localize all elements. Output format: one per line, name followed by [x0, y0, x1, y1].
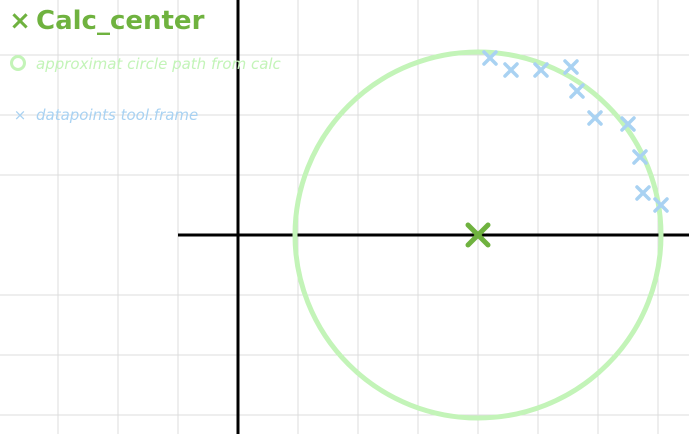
datapoint-marker — [635, 185, 651, 201]
datapoint-stroke — [620, 116, 636, 132]
datapoint-marker — [503, 62, 519, 78]
legend-item-calc-center: ×Calc_center — [8, 6, 204, 36]
datapoint-marker — [632, 149, 648, 165]
approximate-circle-path — [292, 49, 664, 421]
datapoints-layer — [482, 50, 669, 213]
circle-layer — [292, 49, 664, 421]
axes — [178, 0, 689, 434]
datapoint-marker — [563, 59, 579, 75]
datapoint-stroke — [569, 83, 585, 99]
datapoint-marker — [653, 197, 669, 213]
center-stroke — [465, 222, 491, 248]
circle-ring-icon — [10, 55, 26, 71]
legend-label-circle-path: approximat circle path from calc — [36, 55, 281, 73]
datapoint-stroke — [632, 149, 648, 165]
legend-label-datapoints: datapoints tool.frame — [36, 106, 199, 124]
datapoint-marker — [569, 83, 585, 99]
datapoint-stroke — [587, 110, 603, 126]
datapoint-stroke — [563, 59, 579, 75]
legend-item-datapoints: × datapoints tool.frame — [8, 106, 199, 124]
calc-center-marker — [465, 222, 491, 248]
datapoint-marker — [587, 110, 603, 126]
datapoint-stroke — [635, 185, 651, 201]
x-mark-icon: × — [9, 6, 31, 36]
center-layer — [465, 222, 491, 248]
legend-item-circle-path: approximat circle path from calc — [8, 50, 281, 78]
datapoint-stroke — [503, 62, 519, 78]
datapoint-stroke — [482, 50, 498, 66]
datapoint-marker — [620, 116, 636, 132]
datapoint-marker — [482, 50, 498, 66]
datapoint-stroke — [653, 197, 669, 213]
datapoint-marker — [533, 62, 549, 78]
x-mark-icon: × — [13, 106, 27, 124]
datapoint-stroke — [533, 62, 549, 78]
legend-label-calc-center: Calc_center — [36, 6, 205, 36]
